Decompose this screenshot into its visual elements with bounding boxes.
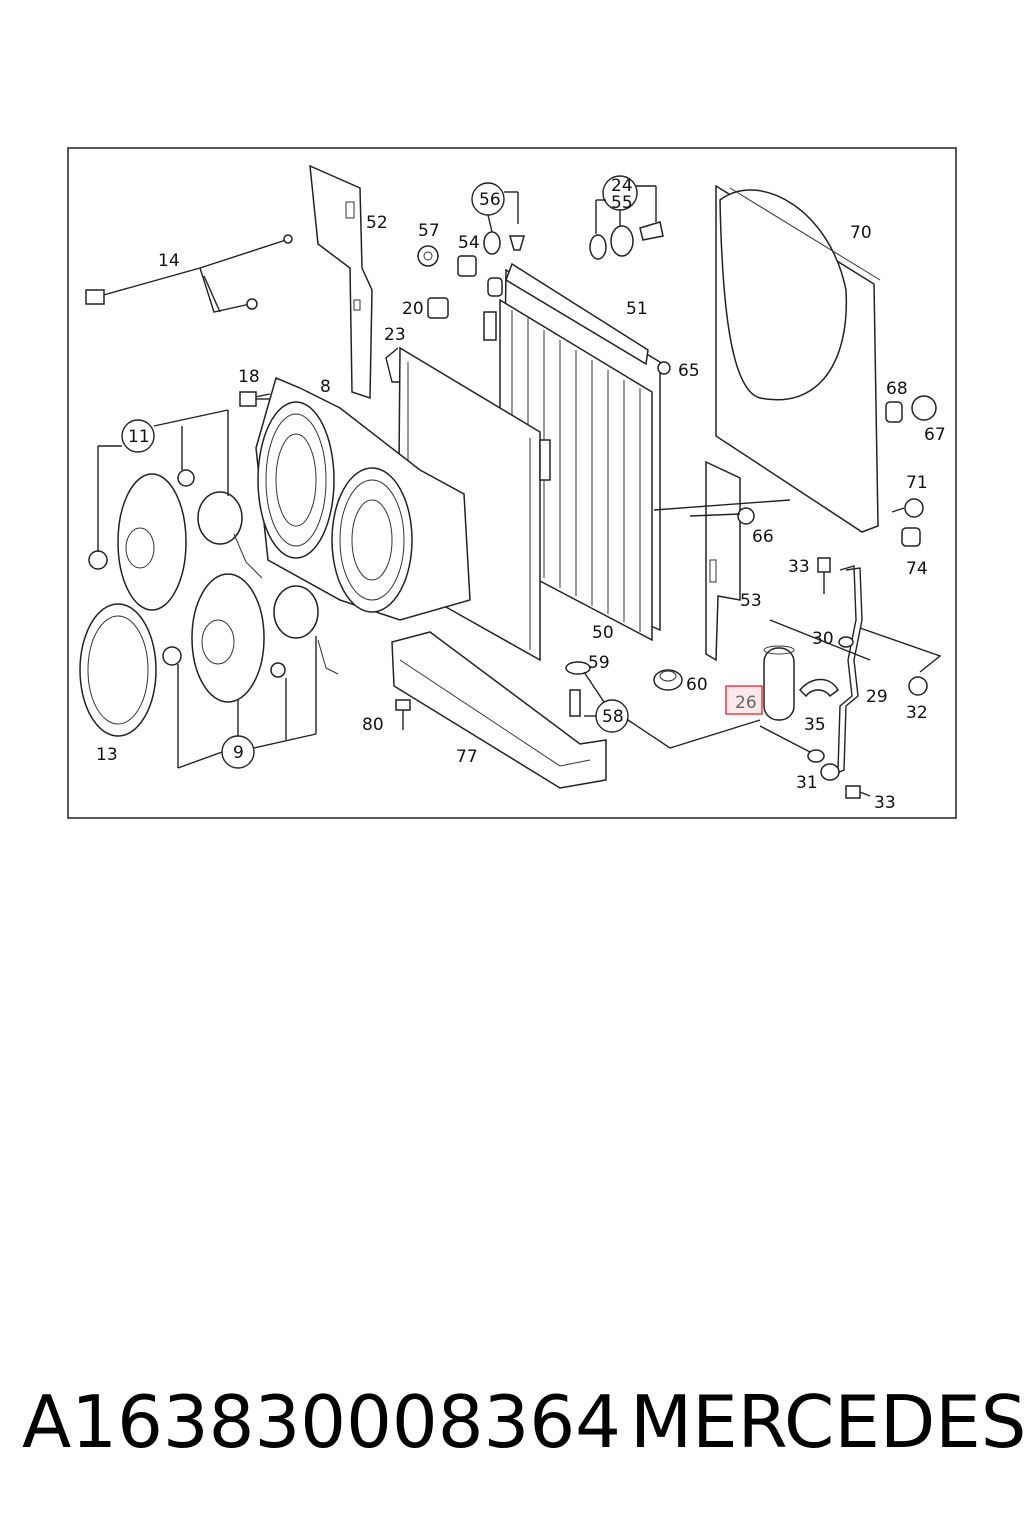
label-26: 26 <box>735 693 757 713</box>
fan-13 <box>79 603 157 737</box>
fasteners-24-55 <box>589 175 664 260</box>
label-56: 56 <box>479 190 501 210</box>
grommet-67 <box>911 395 937 421</box>
washer-56 <box>471 182 525 255</box>
lower-bracket-77 <box>391 631 607 789</box>
label-59: 59 <box>588 653 610 673</box>
label-8: 8 <box>320 377 331 397</box>
label-20: 20 <box>402 299 424 319</box>
label-54: 54 <box>458 233 480 253</box>
label-14: 14 <box>158 251 180 271</box>
label-66: 66 <box>752 527 774 547</box>
label-11: 11 <box>128 427 150 447</box>
label-50: 50 <box>592 623 614 643</box>
bolt-18 <box>239 391 270 407</box>
label-33-bottom: 33 <box>874 793 896 813</box>
clip-20 <box>427 297 449 319</box>
label-77: 77 <box>456 747 478 767</box>
valve-58 <box>565 661 761 749</box>
pipe-29 <box>829 565 863 777</box>
fan-shroud-70 <box>715 184 881 533</box>
label-32: 32 <box>906 703 928 723</box>
label-24: 24 <box>611 176 633 196</box>
label-71: 71 <box>906 473 928 493</box>
bracket-35 <box>798 678 839 698</box>
label-60: 60 <box>686 675 708 695</box>
label-9: 9 <box>233 743 244 763</box>
label-80: 80 <box>362 715 384 735</box>
clip-68 <box>885 401 903 423</box>
label-29: 29 <box>866 687 888 707</box>
label-55: 55 <box>611 193 633 213</box>
bracket-53 <box>705 460 741 662</box>
label-65: 65 <box>678 361 700 381</box>
label-51: 51 <box>626 299 648 319</box>
grommet-60 <box>653 669 683 691</box>
fan-11 <box>88 409 263 611</box>
part-number: A163830008364 <box>22 1380 621 1464</box>
label-57: 57 <box>418 221 440 241</box>
oring-31 <box>759 725 840 781</box>
label-58: 58 <box>602 707 624 727</box>
label-23: 23 <box>384 325 406 345</box>
label-70: 70 <box>850 223 872 243</box>
label-31: 31 <box>796 773 818 793</box>
bolt-33-bottom <box>845 785 871 799</box>
label-13: 13 <box>96 745 118 765</box>
label-33-top: 33 <box>788 557 810 577</box>
grommet-57 <box>417 245 439 267</box>
bracket-52 <box>309 164 373 400</box>
label-53: 53 <box>740 591 762 611</box>
clip-54 <box>457 255 477 277</box>
bolt-33-top <box>817 557 831 594</box>
caption: A163830008364 MERCEDES <box>0 1372 1024 1472</box>
clip-74 <box>901 527 921 547</box>
label-52: 52 <box>366 213 388 233</box>
brand-name: MERCEDES <box>630 1380 1024 1464</box>
nut-65 <box>657 361 671 375</box>
bolt-80 <box>395 699 411 730</box>
fan-assembly-8 <box>249 376 471 621</box>
label-68: 68 <box>886 379 908 399</box>
receiver-drier-26 <box>763 645 795 721</box>
label-30: 30 <box>812 629 834 649</box>
screw-66 <box>653 499 791 525</box>
cable-harness-14 <box>85 234 293 313</box>
highlight-box-26 <box>725 685 763 715</box>
bolt-71 <box>891 498 924 518</box>
label-67: 67 <box>924 425 946 445</box>
oring-30 <box>769 619 942 673</box>
label-35: 35 <box>804 715 826 735</box>
label-18: 18 <box>238 367 260 387</box>
fan-9 <box>162 573 339 769</box>
label-74: 74 <box>906 559 928 579</box>
nut-32 <box>908 676 928 696</box>
